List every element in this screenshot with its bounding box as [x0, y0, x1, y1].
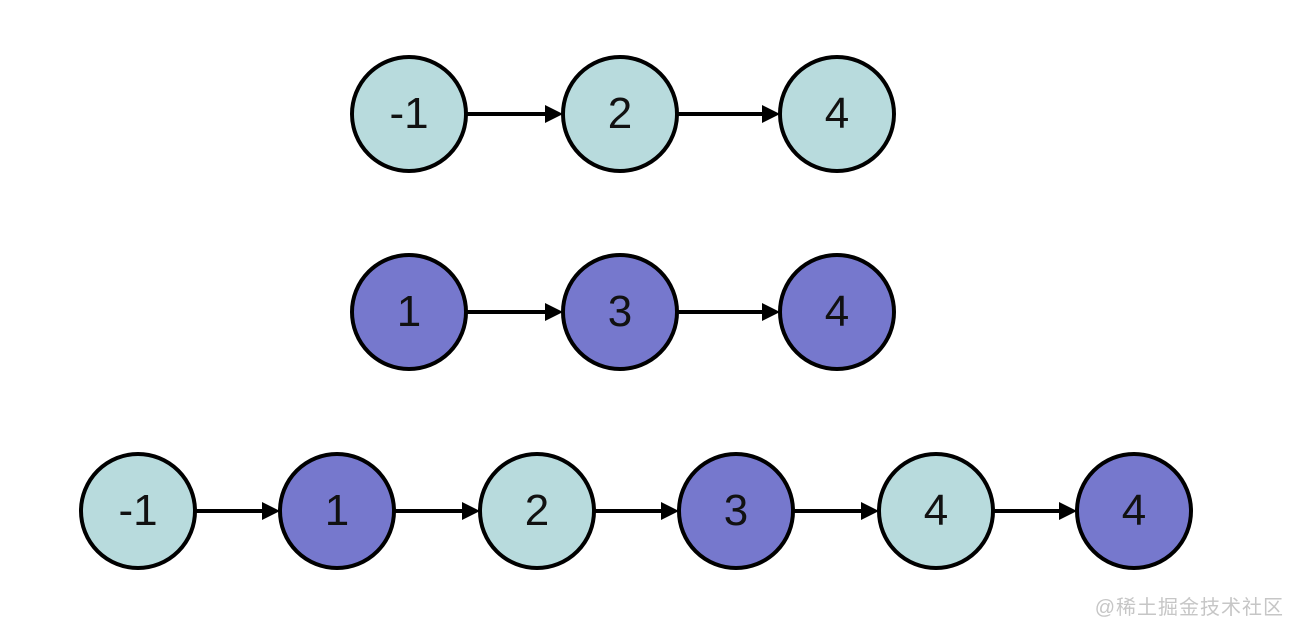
list-node: -1 [350, 55, 468, 173]
next-pointer-arrow [677, 302, 780, 322]
node-value: 3 [607, 287, 633, 336]
next-pointer-arrow [594, 501, 679, 521]
list-node: 4 [877, 452, 995, 570]
next-pointer-arrow [466, 104, 563, 124]
list-node: 3 [677, 452, 795, 570]
node-value: 4 [824, 287, 850, 336]
next-pointer-arrow [195, 501, 280, 521]
node-value: 3 [723, 486, 749, 535]
node-value: 1 [396, 287, 422, 336]
arrowhead-icon [262, 502, 280, 520]
list-node: 2 [561, 55, 679, 173]
list-node: 4 [1075, 452, 1193, 570]
arrowhead-icon [1059, 502, 1077, 520]
next-pointer-arrow [993, 501, 1077, 521]
arrow-shaft [677, 310, 767, 314]
arrowhead-icon [462, 502, 480, 520]
list-node: 1 [278, 452, 396, 570]
arrow-shaft [793, 509, 866, 513]
node-value: -1 [118, 486, 158, 535]
list-node: 2 [478, 452, 596, 570]
list-node: 4 [778, 55, 896, 173]
arrow-shaft [394, 509, 467, 513]
arrowhead-icon [762, 303, 780, 321]
next-pointer-arrow [793, 501, 879, 521]
node-value: 4 [923, 486, 949, 535]
node-value: 1 [324, 486, 350, 535]
arrow-shaft [594, 509, 666, 513]
next-pointer-arrow [677, 104, 780, 124]
arrow-shaft [677, 112, 767, 116]
arrow-shaft [466, 310, 550, 314]
watermark: @稀土掘金技术社区 [1094, 597, 1284, 619]
arrow-shaft [993, 509, 1064, 513]
arrow-shaft [195, 509, 267, 513]
arrowhead-icon [762, 105, 780, 123]
list-node: 4 [778, 253, 896, 371]
node-value: 4 [1121, 486, 1147, 535]
next-pointer-arrow [466, 302, 563, 322]
node-value: 4 [824, 89, 850, 138]
arrowhead-icon [545, 105, 563, 123]
next-pointer-arrow [394, 501, 480, 521]
list-node: -1 [79, 452, 197, 570]
node-value: 2 [524, 486, 550, 535]
arrowhead-icon [861, 502, 879, 520]
arrowhead-icon [545, 303, 563, 321]
arrow-shaft [466, 112, 550, 116]
node-value: -1 [389, 89, 429, 138]
list-node: 1 [350, 253, 468, 371]
arrowhead-icon [661, 502, 679, 520]
node-value: 2 [607, 89, 633, 138]
list-node: 3 [561, 253, 679, 371]
